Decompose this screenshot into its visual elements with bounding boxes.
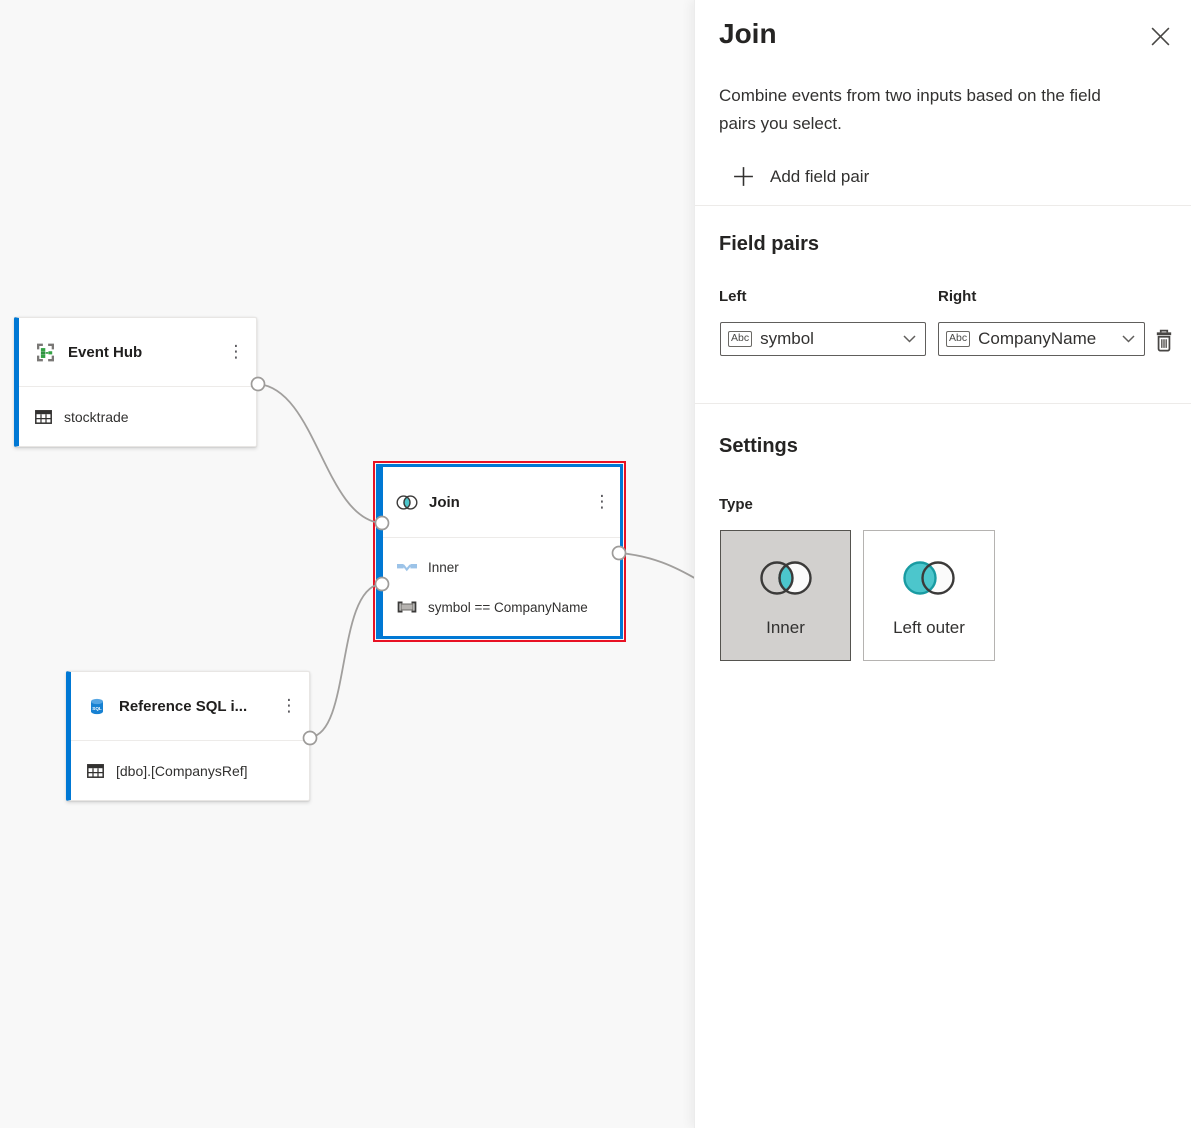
left-field-value: symbol (760, 329, 814, 348)
join-type-option-label: Left outer (893, 617, 965, 637)
join-condition-row: symbol == CompanyName (383, 587, 620, 627)
join-node[interactable]: Join ⋮ Inner (376, 464, 623, 639)
event-hub-table-name: stocktrade (64, 409, 129, 425)
diagram-canvas[interactable]: Event Hub ⋮ stocktrade SQL (0, 0, 694, 1128)
right-field-value: CompanyName (978, 329, 1097, 348)
field-pairs-heading: Field pairs (719, 233, 820, 255)
string-type-icon: Abc (946, 331, 971, 347)
join-type-option-label: Inner (766, 617, 805, 637)
table-icon (35, 410, 52, 424)
left-field-label: Left (719, 288, 747, 305)
reference-sql-node-title: Reference SQL i... (119, 697, 248, 715)
type-label: Type (719, 496, 753, 513)
event-hub-icon (36, 343, 55, 361)
delete-field-pair-button[interactable] (1153, 328, 1177, 354)
event-hub-node[interactable]: Event Hub ⋮ stocktrade (14, 317, 257, 447)
divider (695, 403, 1191, 404)
divider (19, 386, 256, 387)
join-node-selection-outline: Join ⋮ Inner (373, 461, 626, 642)
reference-sql-table-name: [dbo].[CompanysRef] (116, 763, 248, 779)
svg-text:SQL: SQL (92, 705, 102, 710)
left-outer-join-venn-icon (903, 560, 955, 595)
chevron-down-icon (903, 335, 916, 343)
sql-database-icon: SQL (91, 698, 103, 714)
settings-heading: Settings (719, 435, 798, 457)
reference-sql-node-header: SQL Reference SQL i... ⋮ (71, 672, 309, 740)
more-options-icon[interactable]: ⋮ (227, 342, 245, 361)
more-options-icon[interactable]: ⋮ (593, 492, 611, 511)
right-field-dropdown[interactable]: Abc CompanyName (938, 322, 1145, 356)
field-pair-mini-icon (397, 601, 417, 613)
join-type-option-left-outer[interactable]: Left outer (863, 530, 995, 661)
divider (383, 537, 620, 538)
chevron-down-icon (1122, 335, 1135, 343)
panel-title: Join (719, 18, 777, 49)
inner-join-mini-icon (397, 564, 417, 572)
reference-sql-node[interactable]: SQL Reference SQL i... ⋮ [dbo].[Companys… (66, 671, 310, 801)
reference-sql-table-row: [dbo].[CompanysRef] (71, 741, 309, 801)
add-field-pair-button[interactable]: Add field pair (732, 165, 869, 188)
close-button[interactable] (1148, 24, 1172, 48)
join-type-option-inner[interactable]: Inner (720, 530, 851, 661)
join-venn-icon (396, 494, 418, 510)
inner-join-venn-icon (759, 560, 812, 595)
join-node-header: Join ⋮ (383, 467, 620, 537)
add-field-pair-label: Add field pair (770, 166, 870, 186)
string-type-icon: Abc (728, 331, 753, 347)
event-hub-table-row: stocktrade (19, 387, 256, 447)
event-hub-node-header: Event Hub ⋮ (19, 318, 256, 386)
join-node-title: Join (429, 493, 460, 511)
plus-icon (734, 167, 753, 186)
table-icon (87, 764, 104, 778)
join-type-value: Inner (428, 559, 459, 575)
join-condition-value: symbol == CompanyName (428, 599, 588, 615)
trash-icon (1156, 329, 1172, 352)
divider (695, 205, 1191, 206)
join-type-row: Inner (383, 547, 620, 587)
right-field-label: Right (938, 288, 977, 305)
event-hub-node-title: Event Hub (68, 343, 143, 361)
divider (71, 740, 309, 741)
panel-description: Combine events from two inputs based on … (719, 86, 1101, 133)
join-settings-panel: Join Combine events from two inputs base… (694, 0, 1191, 1128)
more-options-icon[interactable]: ⋮ (280, 696, 298, 715)
left-field-dropdown[interactable]: Abc symbol (720, 322, 926, 356)
close-icon (1151, 27, 1169, 45)
